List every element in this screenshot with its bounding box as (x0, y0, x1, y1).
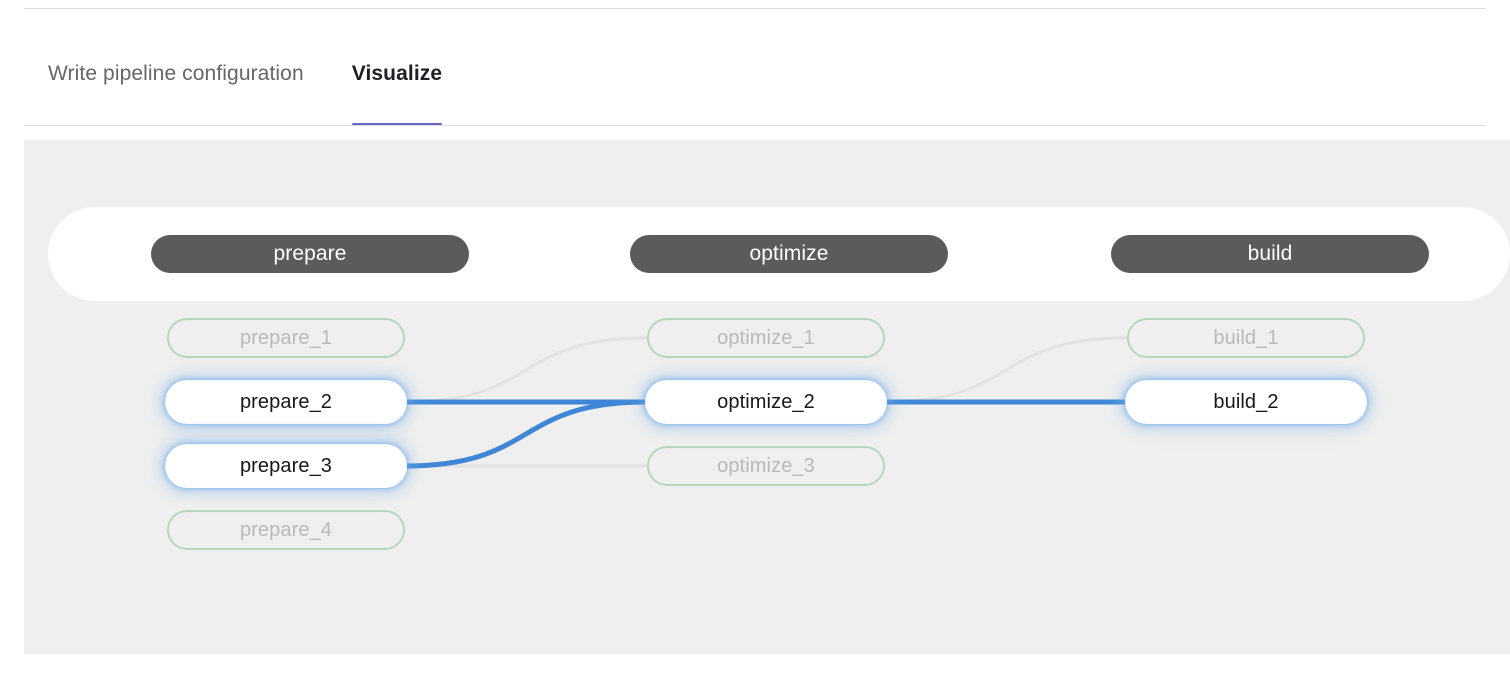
job-node-label: optimize_2 (717, 390, 815, 413)
job-node-label: optimize_3 (717, 454, 815, 477)
job-node-optimize_1[interactable]: optimize_1 (647, 318, 885, 358)
tab-write-pipeline-configuration[interactable]: Write pipeline configuration (24, 40, 328, 126)
tab-bar-divider (24, 125, 1486, 126)
stage-pill-prepare[interactable]: prepare (151, 235, 469, 273)
job-node-label: build_1 (1213, 326, 1279, 349)
job-node-prepare_2[interactable]: prepare_2 (167, 382, 405, 422)
job-node-optimize_3[interactable]: optimize_3 (647, 446, 885, 486)
edge-prepare_3-to-optimize_2 (402, 399, 650, 469)
stage-pill-optimize[interactable]: optimize (630, 235, 948, 273)
tab-label: Write pipeline configuration (48, 62, 304, 85)
tab-visualize[interactable]: Visualize (328, 40, 466, 126)
edge-prepare_2-to-optimize_1 (403, 336, 649, 404)
job-node-build_1[interactable]: build_1 (1127, 318, 1365, 358)
tab-label: Visualize (351, 62, 443, 85)
job-node-label: prepare_2 (239, 390, 333, 413)
job-node-label: build_2 (1213, 390, 1279, 413)
job-node-optimize_2[interactable]: optimize_2 (647, 382, 885, 422)
stage-header-strip: prepare optimize build (48, 207, 1510, 301)
tab-bar: Write pipeline configuration Visualize (24, 40, 1486, 126)
job-node-prepare_4[interactable]: prepare_4 (167, 510, 405, 550)
edge-optimize_2-to-build_1 (883, 336, 1129, 404)
job-node-label: prepare_4 (239, 518, 333, 541)
job-node-prepare_3[interactable]: prepare_3 (167, 446, 405, 486)
stage-pill-build[interactable]: build (1111, 235, 1429, 273)
job-node-build_2[interactable]: build_2 (1127, 382, 1365, 422)
job-node-label: prepare_3 (239, 454, 333, 477)
job-node-label: prepare_1 (239, 326, 333, 349)
job-node-label: optimize_1 (717, 326, 815, 349)
top-divider (24, 8, 1486, 9)
job-node-prepare_1[interactable]: prepare_1 (167, 318, 405, 358)
